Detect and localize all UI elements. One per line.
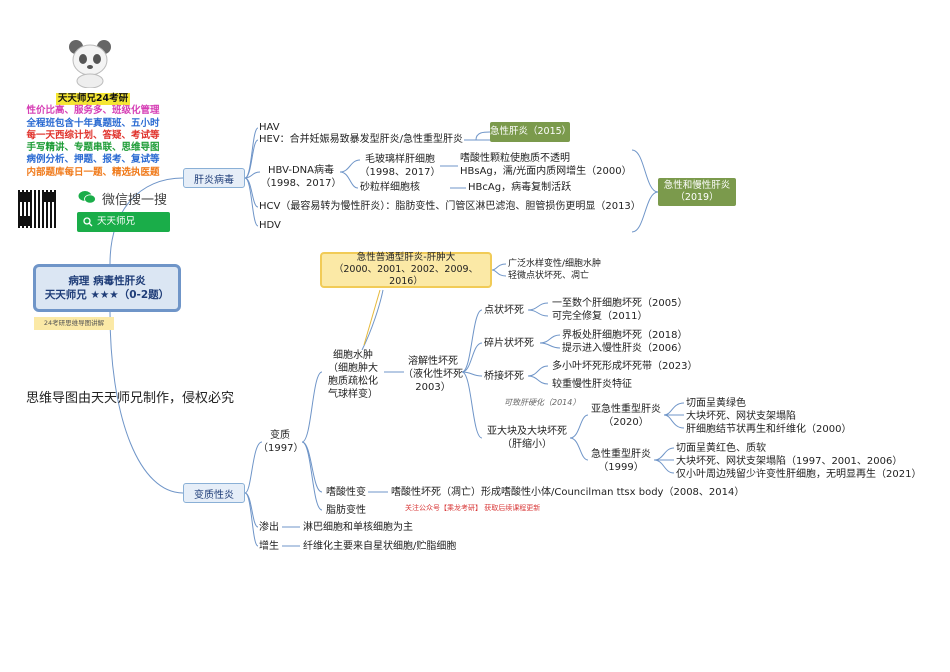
alteration-label: 变质 (270, 430, 290, 441)
hbv-node: HBV-DNA病毒 （1998、2017） (260, 164, 342, 190)
eosinophilic-change: 嗜酸性变 (326, 487, 366, 498)
chronic-hepatitis-box: 急性和慢性肝炎 （2019） (658, 178, 736, 206)
chronic-box-line2: （2019） (675, 192, 719, 203)
acute-severe-line: 急性重型肝炎 (591, 449, 651, 460)
yellow-box-line2: （2000、2001、2002、2009、2016） (333, 264, 479, 287)
fibrosis-note: 可致肝硬化（2014） (504, 398, 581, 407)
acute-severe-desc-3: 仅小叶周边残留少许变性肝细胞，无明显再生（2021） (676, 469, 922, 480)
root-title: 病理 病毒性肝炎 (68, 275, 146, 287)
lytic-necrosis-node: 溶解性坏死 （液化性坏死 2003） (402, 355, 464, 394)
swelling-line: 气球样变） (328, 389, 378, 400)
wechat-search-box[interactable]: 天天师兄 (77, 212, 170, 232)
yellow-side-1: 广泛水样变性/细胞水肿 (508, 259, 602, 269)
promo-block: 天天师兄24考研 性价比高、服务多、班级化管理 全程班包含十年真题班、五小时 每… (18, 93, 168, 179)
hev-node: HEV：合并妊娠易致暴发型肝炎/急性重型肝炎 (259, 134, 464, 145)
wechat-search-label: 微信搜一搜 (102, 193, 168, 208)
ground-glass-years: （1998、2017） (359, 167, 441, 178)
exudation-desc: 淋巴细胞和单核细胞为主 (303, 522, 413, 533)
search-text: 天天师兄 (97, 216, 136, 227)
search-icon (83, 217, 93, 227)
massive-line: （肝缩小） (502, 439, 552, 450)
tag-text: 24考研思维导图讲解 (43, 319, 105, 327)
category-hepatitis-virus: 肝炎病毒 (183, 168, 245, 188)
proliferation-desc: 纤维化主要来自星状细胞/贮脂细胞 (303, 541, 457, 552)
sand-desc: HBcAg，病毒复制活跃 (468, 182, 572, 193)
root-tag: 24考研思维导图讲解 (34, 317, 114, 330)
chronic-box-line1: 急性和慢性肝炎 (663, 180, 731, 191)
eosinophilic-desc: 嗜酸性坏死（凋亡）形成嗜酸性小体/Councilman ttsx body（20… (391, 487, 745, 498)
bridging-desc-2: 较重慢性肝炎特征 (552, 379, 632, 390)
lytic-line: （液化性坏死 (403, 369, 463, 380)
lytic-line: 2003） (415, 382, 451, 393)
spotty-desc-2: 可完全修复（2011） (552, 311, 648, 322)
piecemeal-desc-2: 提示进入慢性肝炎（2006） (562, 343, 688, 354)
ground-glass-label: 毛玻璃样肝细胞 (365, 154, 435, 165)
piecemeal-necrosis: 碎片状坏死 (484, 338, 534, 349)
acute-severe-line: （1999） (598, 462, 644, 473)
ground-glass-node: 毛玻璃样肝细胞 （1998、2017） (358, 153, 442, 179)
promo-line: 病例分析、押题、报考、复试等 (26, 154, 160, 166)
subacute-desc-1: 切面呈黄绿色 (686, 398, 746, 409)
promo-line: 每一天西综计划、答疑、考试等 (26, 129, 160, 141)
promo-note: 关注公众号【乘龙考研】 获取后续课程更新 (405, 504, 541, 512)
swelling-line: 胞质疏松化 (328, 376, 378, 387)
subacute-severe-node: 亚急性重型肝炎 （2020） (588, 403, 664, 429)
yellow-box-line1: 急性普通型肝炎-肝肿大 (356, 252, 456, 263)
copyright-text: 思维导图由天天师兄制作，侵权必究 (26, 391, 235, 406)
massive-line: 亚大块及大块坏死 (487, 426, 567, 437)
promo-line: 性价比高、服务多、班级化管理 (26, 105, 160, 117)
acute-common-hepatitis-box: 急性普通型肝炎-肝肿大 （2000、2001、2002、2009、2016） (320, 252, 492, 288)
swelling-node: 细胞水肿 （细胞肿大 胞质疏松化 气球样变） (322, 349, 384, 401)
ground-glass-desc-1: 嗜酸性颗粒使胞质不透明 (460, 153, 570, 164)
piecemeal-desc-1: 界板处肝细胞坏死（2018） (562, 330, 688, 341)
swelling-line: 细胞水肿 (333, 350, 373, 361)
acute-severe-desc-2: 大块坏死、网状支架塌陷（1997、2001、2006） (676, 456, 903, 467)
wechat-icon (78, 191, 96, 204)
bridging-necrosis: 桥接坏死 (484, 371, 524, 382)
exudation-node: 渗出 (259, 522, 279, 533)
root-node: 病理 病毒性肝炎 天天师兄 ★★★（0-2题） (33, 264, 181, 312)
hav-node: HAV (259, 122, 280, 133)
root-subtitle: 天天师兄 ★★★（0-2题） (44, 289, 170, 301)
promo-line: 内部题库每日一题、精选执医题 (26, 166, 160, 178)
promo-title: 天天师兄24考研 (55, 93, 131, 106)
lytic-line: 溶解性坏死 (408, 356, 458, 367)
category-degeneration: 变质性炎 (183, 483, 245, 503)
hdv-node: HDV (259, 220, 281, 231)
acute-severe-desc-1: 切面呈黄红色、质软 (676, 443, 766, 454)
spotty-necrosis: 点状坏死 (484, 305, 524, 316)
sand-node: 砂粒样细胞核 (360, 182, 420, 193)
fatty-change: 脂肪变性 (326, 505, 366, 516)
promo-line: 手写精讲、专题串联、思维导图 (26, 142, 160, 154)
qr-code-icon (18, 190, 56, 228)
subacute-line: （2020） (603, 417, 649, 428)
panda-logo-icon (69, 40, 111, 88)
yellow-side-2: 轻微点状坏死、凋亡 (508, 271, 590, 281)
acute-hepatitis-box: 急性肝炎（2015） (490, 122, 571, 142)
bridging-desc-1: 多小叶坏死形成坏死带（2023） (552, 361, 698, 372)
subacute-desc-3: 肝细胞结节状再生和纤维化（2000） (686, 424, 852, 435)
massive-necrosis-node: 亚大块及大块坏死 （肝缩小） (482, 425, 572, 451)
hcv-node: HCV（最容易转为慢性肝炎）：脂肪变性、门管区淋巴滤泡、胆管损伤更明显（2013… (259, 201, 641, 212)
proliferation-node: 增生 (259, 541, 279, 552)
subacute-desc-2: 大块坏死、网状支架塌陷 (686, 411, 796, 422)
hbv-years: （1998、2017） (260, 178, 342, 189)
alteration-node: 变质 （1997） (258, 429, 304, 455)
spotty-desc-1: 一至数个肝细胞坏死（2005） (552, 298, 688, 309)
swelling-line: （细胞肿大 (328, 363, 378, 374)
acute-severe-node: 急性重型肝炎 （1999） (588, 448, 654, 474)
alteration-year: （1997） (258, 443, 304, 454)
subacute-line: 亚急性重型肝炎 (591, 404, 661, 415)
ground-glass-desc-2: HBsAg，濡/光面内质网增生（2000） (460, 166, 632, 177)
promo-line: 全程班包含十年真题班、五小时 (26, 117, 160, 129)
hbv-label: HBV-DNA病毒 (268, 165, 334, 176)
